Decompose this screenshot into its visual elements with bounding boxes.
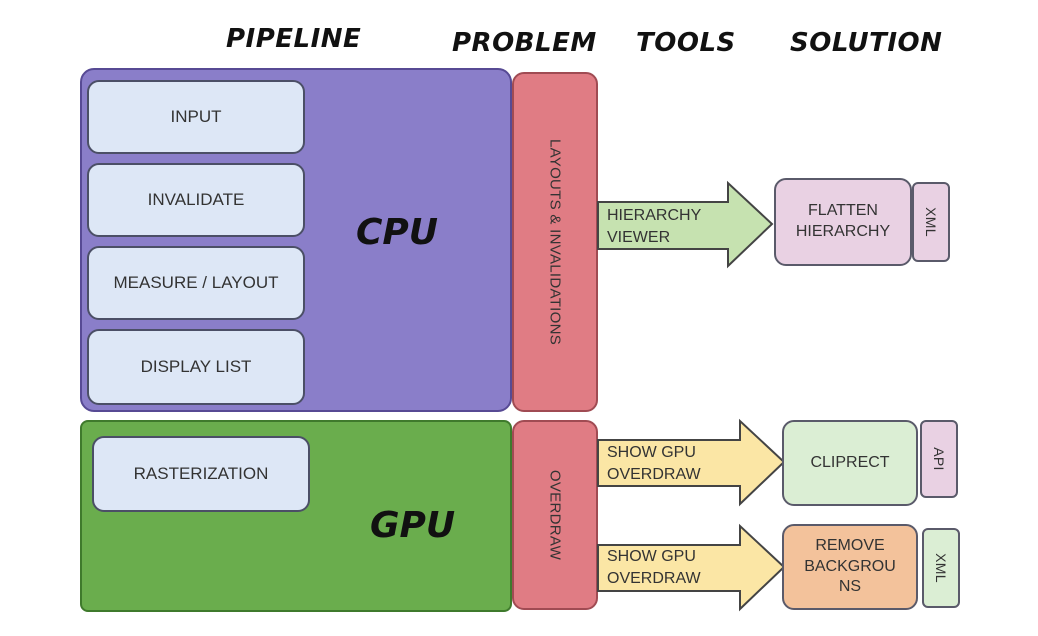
tool-overdraw2-line2: OVERDRAW	[607, 569, 701, 587]
arrow-gpu-overdraw-1	[597, 418, 786, 507]
stage-measure-layout: MEASURE / LAYOUT	[87, 246, 305, 320]
problem-overdraw: OVERDRAW	[512, 420, 598, 610]
solution-remove-line3: NS	[838, 578, 862, 596]
solution-flatten-hierarchy: FLATTEN HIERARCHY	[774, 178, 912, 266]
stage-invalidate: INVALIDATE	[87, 163, 305, 237]
tool-gpu-overdraw-1: SHOW GPU OVERDRAW	[607, 442, 701, 485]
tool-hierarchy-viewer: HIERARCHY VIEWER	[607, 205, 701, 248]
tool-hierarchy-line1: HIERARCHY	[607, 207, 702, 224]
header-problem: PROBLEM	[452, 28, 597, 58]
arrow-hierarchy-viewer	[597, 180, 774, 269]
solution-cliprect: CLIPRECT	[782, 420, 918, 506]
solution-remove-backgrounds: REMOVE BACKGROU NS	[782, 524, 918, 610]
tool-overdraw1-line1: SHOW GPU	[607, 444, 696, 461]
stage-rasterization: RASTERIZATION	[92, 436, 310, 512]
solution-cliprect-text: CLIPRECT	[810, 453, 890, 471]
tag-api-cliprect: API	[920, 420, 958, 498]
tool-overdraw1-line2: OVERDRAW	[607, 465, 701, 483]
tag-xml-flatten: XML	[912, 182, 950, 262]
tag-api-cliprect-text: API	[931, 447, 947, 471]
tag-xml-flatten-text: XML	[923, 207, 939, 237]
header-tools: TOOLS	[636, 28, 736, 58]
header-pipeline: PIPELINE	[226, 24, 362, 54]
header-solution: SOLUTION	[790, 28, 943, 58]
solution-remove-line2: BACKGROU	[804, 557, 896, 575]
stage-display-list: DISPLAY LIST	[87, 329, 305, 405]
tool-hierarchy-line2: VIEWER	[607, 228, 671, 246]
cpu-label: CPU	[356, 212, 439, 253]
stage-input: INPUT	[87, 80, 305, 154]
tag-xml-remove-text: XML	[933, 553, 949, 583]
solution-remove-line1: REMOVE	[815, 536, 885, 554]
solution-flatten-line1: FLATTEN	[808, 202, 878, 220]
gpu-label: GPU	[370, 505, 456, 546]
tool-overdraw2-line1: SHOW GPU	[607, 548, 696, 565]
tool-gpu-overdraw-2: SHOW GPU OVERDRAW	[607, 546, 701, 589]
arrow-gpu-overdraw-2	[597, 523, 786, 612]
solution-flatten-line2: HIERARCHY	[795, 223, 891, 240]
tag-xml-remove: XML	[922, 528, 960, 608]
